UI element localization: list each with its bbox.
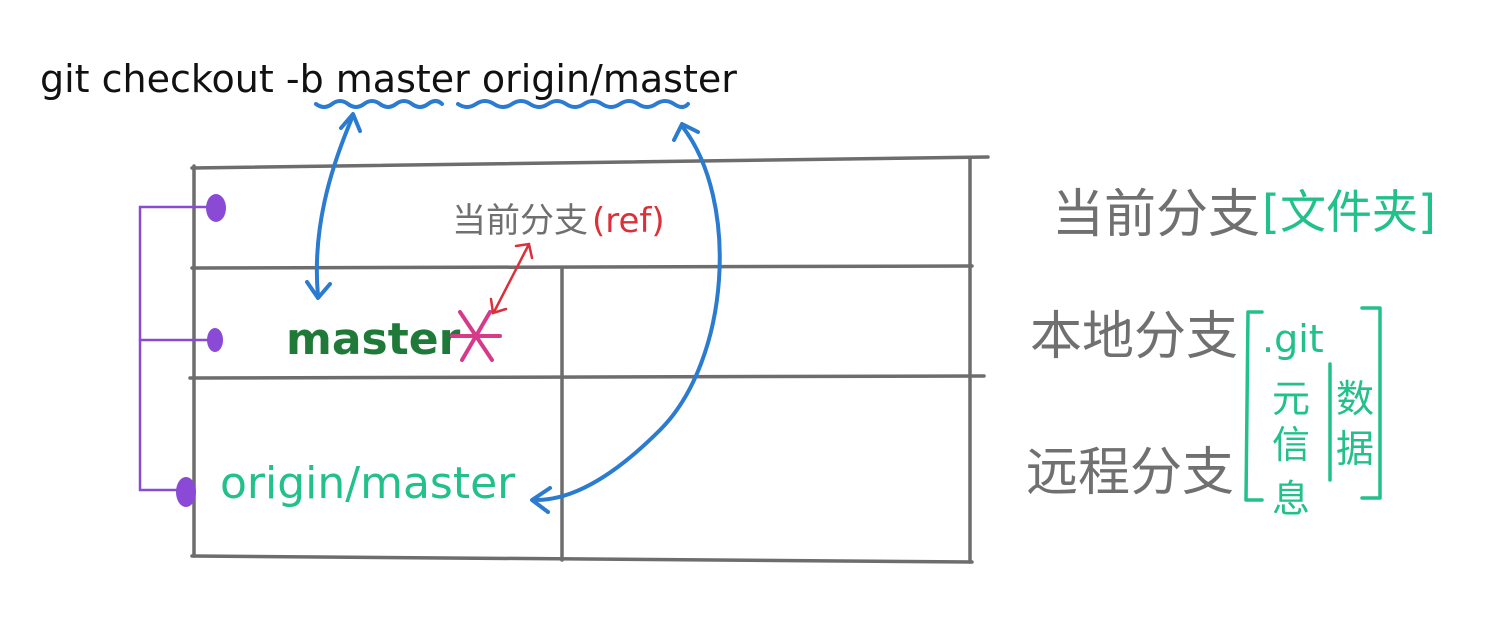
current-branch-label: 当前分支 [452,201,588,241]
git-note-data-2: 据 [1336,427,1374,471]
underline-origin-master [456,99,690,109]
side-label-local-branch: 本地分支 [1030,307,1238,367]
arrow-master [305,112,362,300]
ref-bracket [138,194,226,507]
underline-master [314,99,444,109]
git-note-meta-2: 信 [1272,423,1310,467]
dot-local [207,328,223,352]
head-marker [450,310,502,362]
ref-label: (ref) [592,201,665,241]
git-note-meta-3: 息 [1272,477,1310,521]
git-command: git checkout -b master origin/master [40,57,737,101]
ref-to-head-arrow [489,242,534,315]
git-note-data-1: 数 [1336,377,1374,421]
local-branch-name: master [286,314,461,365]
side-label-folder-note: [文件夹] [1262,185,1436,239]
side-label-current-branch: 当前分支 [1052,185,1260,245]
git-note-bracket [1244,306,1382,502]
git-note-meta-1: 元 [1272,377,1310,421]
arrow-origin-master [530,122,722,514]
branch-table-grid [188,155,990,564]
side-label-remote-branch: 远程分支 [1026,443,1234,503]
dot-remote [176,477,196,507]
remote-branch-name: origin/master [220,458,516,509]
dot-current [206,194,226,222]
git-note-dot-git: .git [1262,317,1324,361]
